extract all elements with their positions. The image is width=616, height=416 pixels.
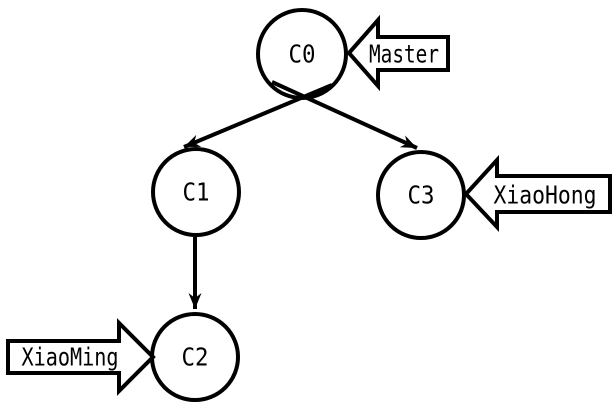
edge-c0-to-c3 — [271, 80, 418, 150]
commit-node-c0-label: C0 — [289, 40, 316, 69]
master-pointer-arrow — [346, 14, 450, 92]
xiaohong-pointer-label: XiaoHong — [494, 181, 597, 210]
commit-node-c3-label: C3 — [408, 181, 435, 210]
commit-node-c1-label: C1 — [183, 178, 210, 207]
xiaohong-pointer-arrow — [463, 154, 612, 233]
commit-node-c1 — [151, 147, 241, 237]
edge-c0-to-c1 — [183, 83, 333, 149]
xiaoming-pointer-arrow — [6, 318, 156, 396]
master-pointer-label: Master — [369, 40, 439, 69]
xiaoming-pointer-label: XiaoMing — [22, 343, 119, 372]
commit-node-c2-label: C2 — [182, 343, 209, 372]
commit-node-c3 — [376, 150, 466, 240]
